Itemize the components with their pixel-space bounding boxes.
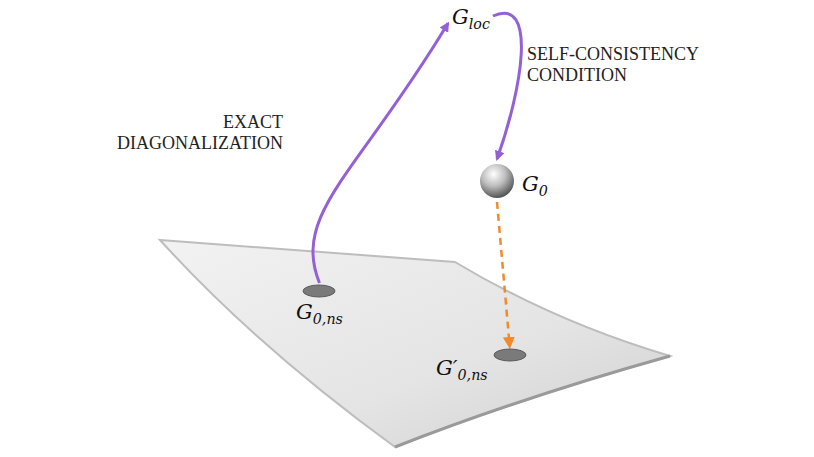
math-label: G′0,ns — [436, 357, 488, 384]
point-marker — [492, 347, 528, 363]
iteration-arrow — [313, 23, 448, 283]
edge-label: EXACT DIAGONALIZATION — [83, 112, 283, 153]
math-label: Gloc — [452, 6, 490, 33]
math-label: G0 — [522, 173, 548, 200]
point-marker — [301, 283, 337, 299]
projection-arrow — [497, 202, 510, 346]
point-node: G0,ns — [296, 283, 343, 328]
iteration-arrow — [493, 13, 521, 159]
point-node: G0 — [478, 162, 548, 200]
point-node: G′0,ns — [436, 347, 528, 384]
math-node: Gloc — [452, 6, 490, 33]
edge-label: SELF-CONSISTENCY CONDITION — [527, 44, 797, 85]
math-label: G0,ns — [296, 301, 343, 328]
sphere-symbol — [478, 162, 516, 200]
